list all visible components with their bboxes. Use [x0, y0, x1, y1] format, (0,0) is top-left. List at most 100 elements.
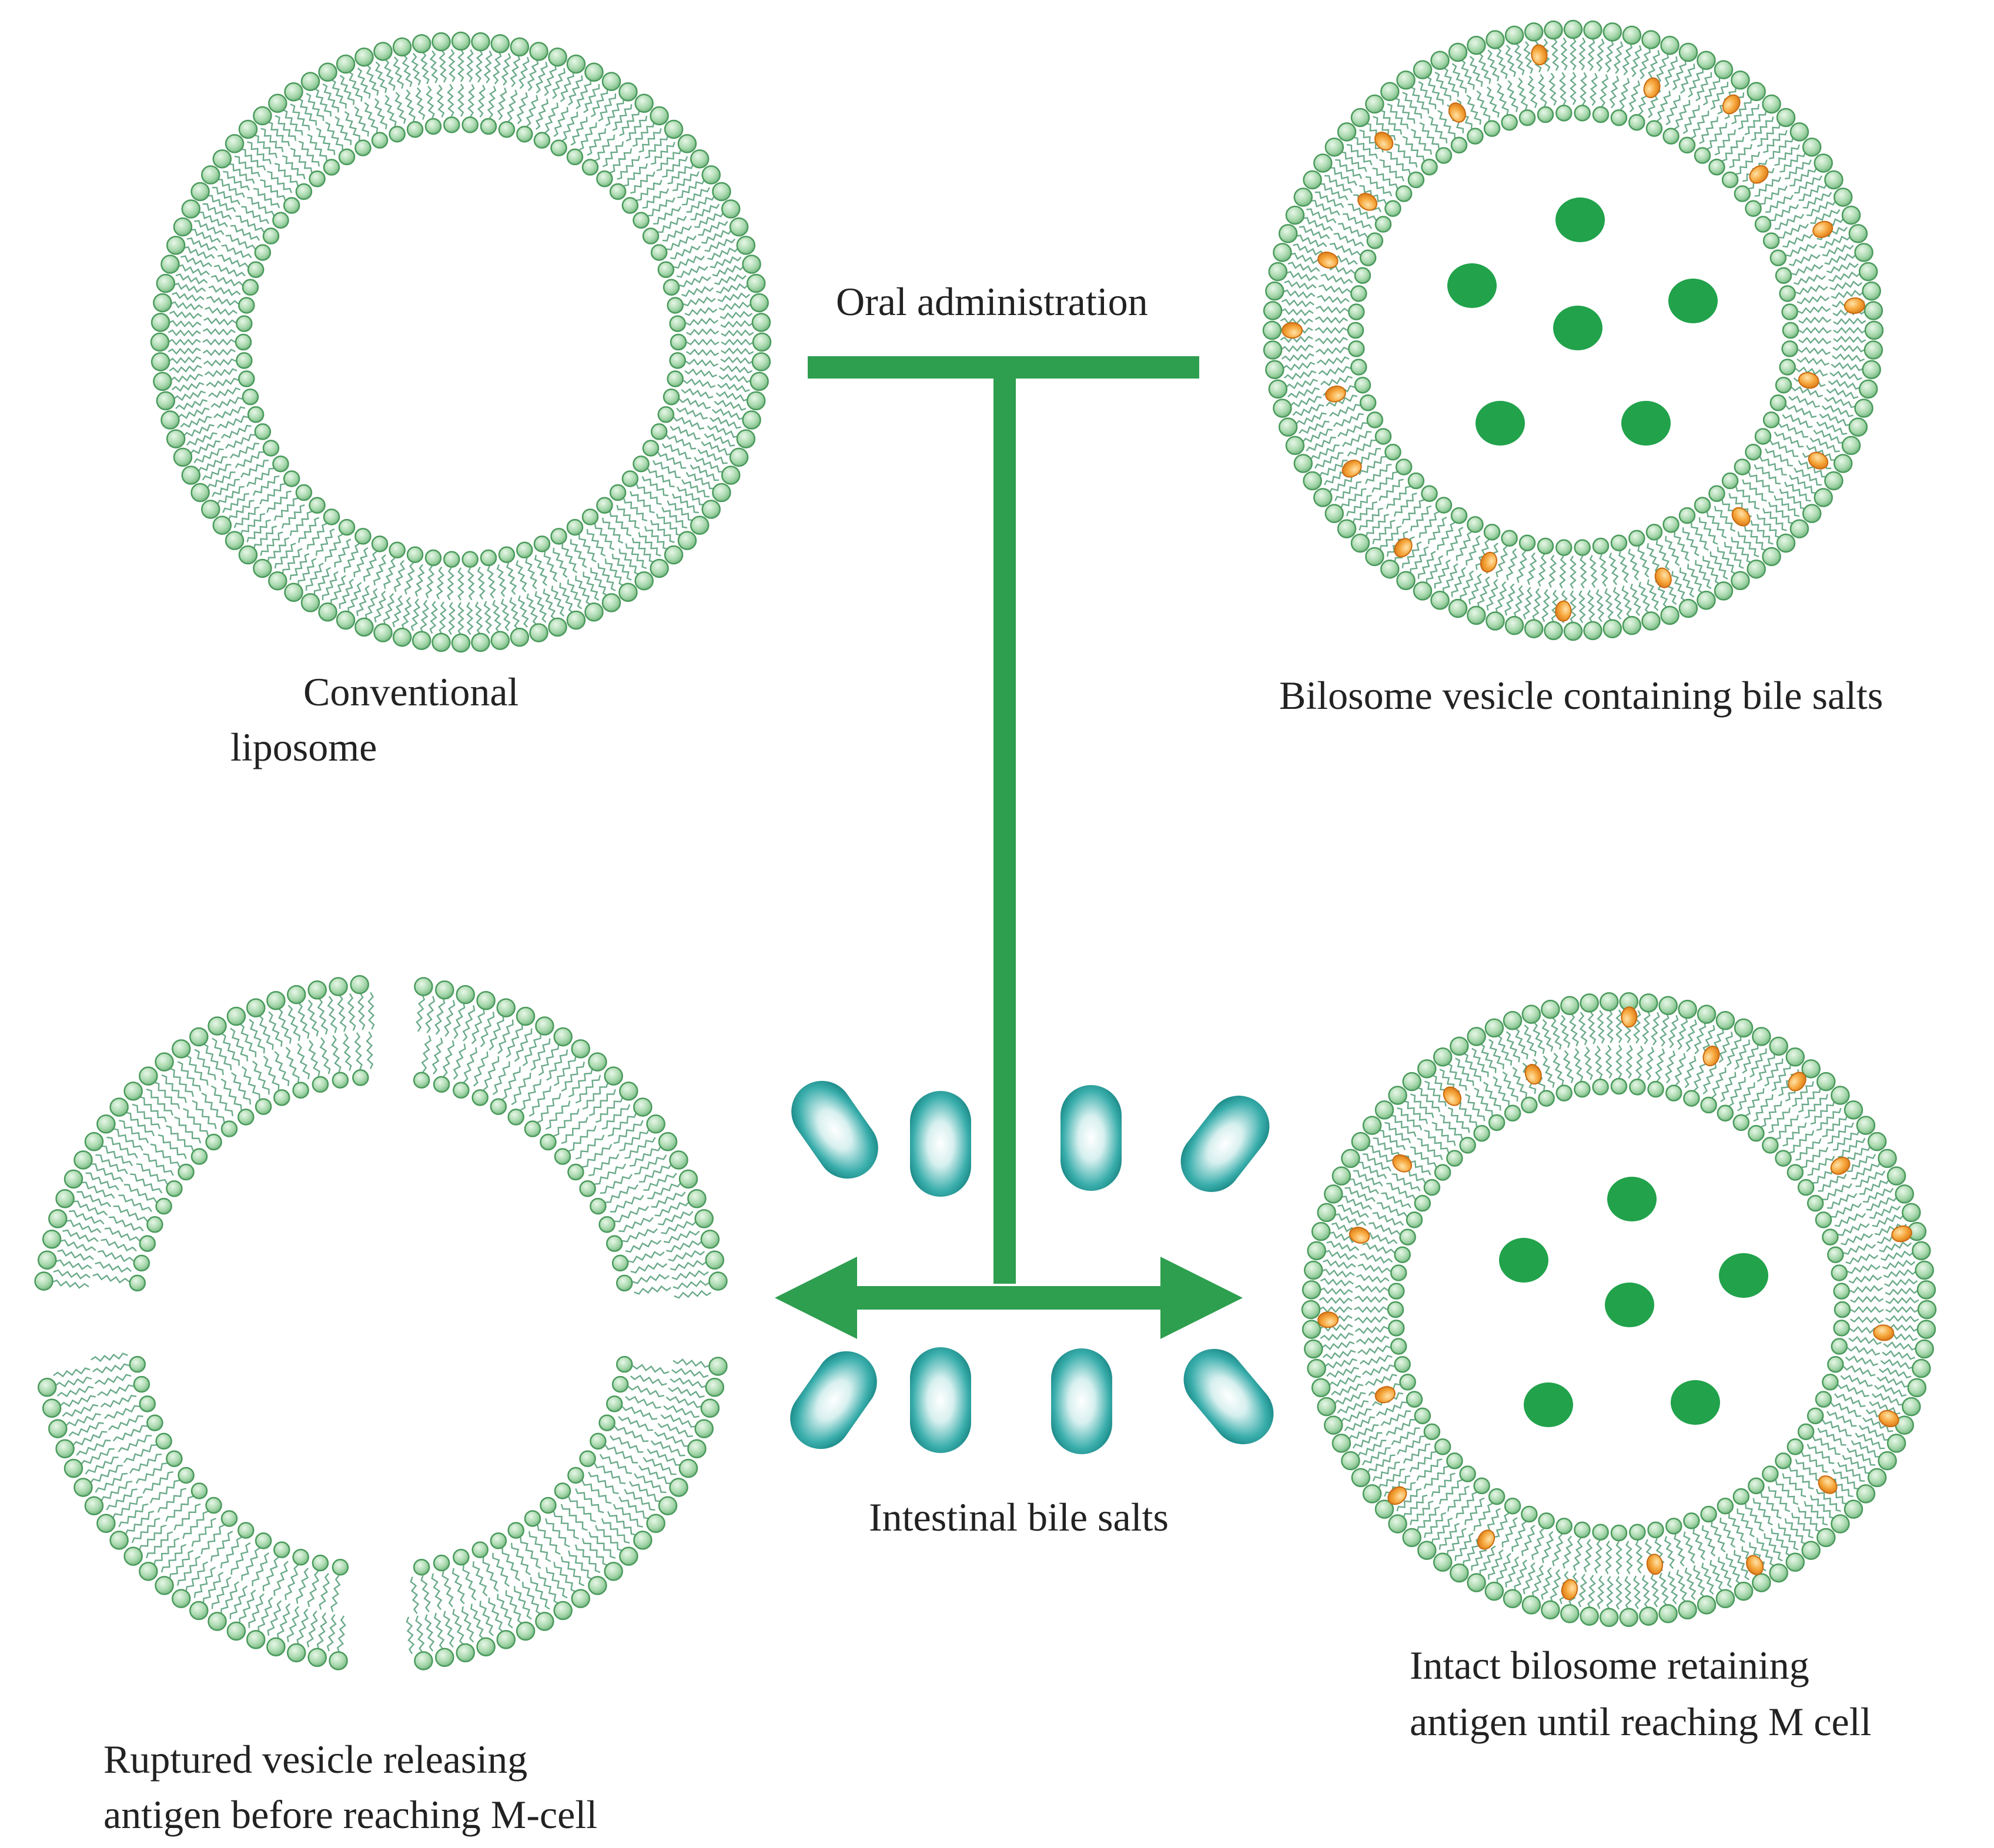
lipid-head [634, 571, 654, 591]
lipid-tail [568, 1068, 593, 1098]
lipid-tail [1615, 1576, 1622, 1610]
lipid-tail [1709, 1559, 1723, 1592]
label-conventional-line2: liposome [230, 725, 377, 769]
lipid-head [634, 93, 654, 113]
lipid-tail [501, 1548, 521, 1582]
lipid-tail [230, 1027, 248, 1062]
lipid-tail [1402, 136, 1425, 161]
lipid-head [1407, 472, 1425, 490]
lipid-head [268, 571, 287, 591]
lipid-tail [1281, 353, 1314, 362]
lipid-tail [210, 397, 243, 409]
lipid-head [566, 518, 584, 536]
lipid-tail [202, 349, 236, 356]
lipid-head [646, 1114, 665, 1134]
lipid-head [687, 1439, 707, 1459]
lipid-tail [1356, 1335, 1390, 1345]
lipid-tail [1851, 1440, 1881, 1458]
lipid-tail [92, 1273, 130, 1284]
lipid-tail [1314, 337, 1348, 344]
lipid-head [598, 1216, 615, 1233]
lipid-tail [1376, 1401, 1407, 1417]
lipid-tail [1872, 1214, 1904, 1227]
lipid-head [548, 47, 567, 67]
lipid-head [178, 1163, 195, 1181]
lipid-head [1827, 1246, 1844, 1263]
lipid-head [1459, 1465, 1476, 1482]
lipid-head [160, 410, 180, 430]
lipid-tail [670, 426, 701, 440]
lipid-tail [582, 1144, 613, 1168]
lipid-head [490, 34, 510, 53]
bile-salt-molecule [1374, 1386, 1396, 1404]
lipid-tail [656, 149, 682, 172]
lipid-tail [1387, 103, 1409, 129]
lipid-head [1574, 539, 1591, 556]
lipid-tail [1849, 1285, 1883, 1294]
lipid-tail [720, 320, 754, 329]
lipid-tail [1320, 1332, 1354, 1341]
lipid-head [1848, 417, 1868, 437]
lipid-tail [1834, 1213, 1866, 1227]
lipid-tail [1517, 78, 1528, 110]
lipid-head [1902, 1397, 1921, 1417]
lipid-head [312, 1554, 329, 1572]
lipid-tail [1778, 423, 1809, 438]
lipid-tail [287, 1005, 301, 1042]
lipid-head [1745, 443, 1762, 461]
lipid-tail [247, 141, 272, 165]
lipid-tail [534, 591, 547, 623]
lipid-tail [1711, 1067, 1727, 1099]
lipid-tail [625, 1395, 661, 1409]
lipid-tail [1621, 585, 1632, 618]
lipid-tail [1299, 225, 1330, 239]
lipid-tail [1587, 1010, 1597, 1044]
lipid-tail [431, 1573, 443, 1611]
lipid-head [596, 497, 613, 514]
lipid-head [34, 1271, 53, 1291]
lipid-tail [104, 1405, 140, 1420]
lipid-tail [632, 1364, 670, 1374]
lipid-tail [1813, 429, 1844, 444]
lipid-tail [1882, 1260, 1916, 1270]
lipid-head [1384, 200, 1401, 217]
lipid-tail [1372, 1211, 1404, 1226]
lipid-head [1350, 533, 1370, 553]
lipid-tail [704, 433, 735, 447]
lipid-head [1374, 1499, 1394, 1519]
lipid-head [1662, 128, 1679, 145]
lipid-tail [208, 285, 241, 296]
lipid-tail [285, 1564, 299, 1601]
lipid-head [155, 1432, 172, 1450]
lipid-tail [1502, 1071, 1518, 1102]
lipid-tail [51, 1279, 89, 1289]
lipid-tail [1717, 86, 1737, 115]
lipid-tail [1782, 1122, 1807, 1147]
lipid-head [406, 546, 424, 563]
lipid-head [1473, 1124, 1490, 1142]
lipid-head [329, 977, 348, 996]
lipid-tail [1757, 514, 1781, 538]
lipid-tail [657, 451, 687, 469]
lipid-head [273, 1089, 290, 1106]
lipid-tail [1551, 38, 1560, 71]
lipid-tail [559, 582, 574, 614]
lipid-head [461, 551, 479, 568]
lipid-tail [1762, 508, 1787, 531]
lipid-tail [516, 92, 528, 125]
lipid-tail [317, 997, 329, 1035]
lipid-head [1430, 51, 1450, 71]
lipid-tail [1365, 176, 1393, 197]
lipid-tail [1771, 1528, 1791, 1556]
lipid-tail [1685, 1019, 1697, 1052]
lipid-tail [717, 382, 750, 393]
lipid-tail [1618, 551, 1630, 583]
lipid-tail [1337, 223, 1369, 238]
lipid-tail [1794, 467, 1822, 486]
lipid-tail [1403, 1494, 1428, 1519]
lipid-tail [1749, 1048, 1767, 1078]
lipid-tail [95, 1472, 128, 1493]
lipid-head [1779, 359, 1796, 376]
lipid-tail [518, 56, 530, 89]
lipid-tail [307, 999, 319, 1037]
